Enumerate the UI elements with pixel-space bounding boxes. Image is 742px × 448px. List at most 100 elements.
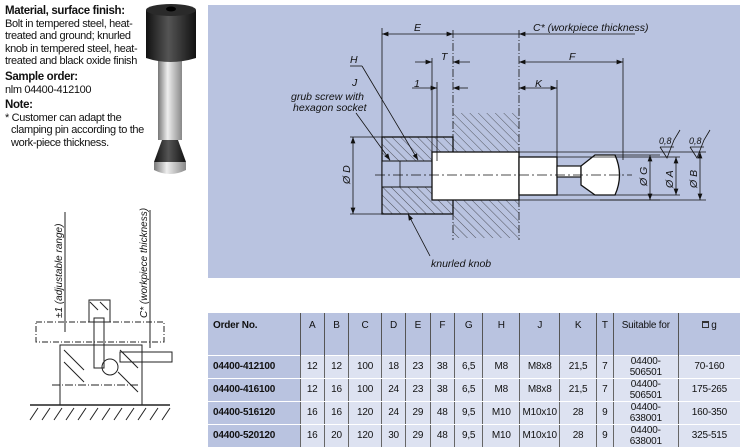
table-cell: 21,5 [559, 377, 597, 402]
table-cell: 48 [429, 400, 455, 425]
table-cell: 21,5 [559, 354, 597, 379]
table-cell: 04400-412100 [208, 354, 300, 379]
label-grub-2: hexagon socket [293, 102, 368, 114]
sample-order-text: nlm 04400-412100 [5, 83, 92, 96]
table-cell: 16 [323, 400, 349, 425]
table-cell: 18 [380, 354, 406, 379]
col-E: E [405, 313, 431, 355]
table-cell: 04400-638001 [612, 423, 679, 448]
table-cell: 04400-520120 [208, 423, 300, 448]
col-H: H [482, 313, 520, 355]
col-D: D [380, 313, 406, 355]
col-C: C [348, 313, 382, 355]
product-photo [146, 4, 196, 174]
material-heading: Material, surface finish: [5, 5, 125, 17]
table-cell: 28 [559, 400, 597, 425]
material-text: Bolt in tempered steel, heat-treated and… [5, 17, 138, 68]
note-text: * Customer can adapt the clamping pin ac… [5, 111, 144, 149]
table-cell: M10 [482, 400, 520, 425]
table-cell: 6,5 [453, 377, 483, 402]
table-cell: 160-350 [677, 400, 740, 425]
dim-K: K [535, 78, 543, 90]
table-cell: M10 [482, 423, 520, 448]
adjustable-range-label: ±1 (adjustable range) [54, 224, 65, 318]
table-cell: 38 [429, 377, 455, 402]
table-cell: M10x10 [519, 400, 560, 425]
dim-E: E [414, 22, 422, 34]
table-cell: 100 [348, 377, 382, 402]
table-cell: 9,5 [453, 400, 483, 425]
dim-A: Ø A [664, 170, 676, 189]
dim-B: Ø B [688, 170, 700, 189]
dim-1: 1 [414, 78, 420, 90]
roughness-2: 0,8 [689, 136, 702, 146]
table-cell: 9 [595, 423, 614, 448]
table-cell: 04400-416100 [208, 377, 300, 402]
note-heading: Note: [5, 99, 33, 112]
table-cell: 48 [429, 423, 455, 448]
dim-C: C* (workpiece thickness) [533, 22, 649, 34]
table-cell: 04400-506501 [612, 377, 679, 402]
table-cell: 175-265 [677, 377, 740, 402]
table-cell: 325-515 [677, 423, 740, 448]
table-cell: 100 [348, 354, 382, 379]
table-cell: 04400-516120 [208, 400, 300, 425]
table-cell: M8x8 [519, 377, 560, 402]
dim-F: F [569, 51, 576, 63]
label-J: J [351, 77, 358, 89]
table-cell: 7 [595, 354, 614, 379]
col-J: J [519, 313, 560, 355]
col-T: T [595, 313, 614, 355]
col-order-no: Order No. [208, 313, 300, 355]
table-cell: 9,5 [453, 423, 483, 448]
technical-drawing: E C* (workpiece thickness) T F 1 K H J g… [208, 5, 740, 278]
table-cell: 12 [323, 354, 349, 379]
col-A: A [299, 313, 325, 355]
roughness-1: 0,8 [659, 136, 672, 146]
table-header-row: Order No. A B C D E F G H J K T Suitable… [208, 313, 740, 355]
table-cell: 70-160 [677, 354, 740, 379]
dim-G: Ø G [638, 167, 650, 187]
table-cell: 120 [348, 400, 382, 425]
col-B: B [323, 313, 349, 355]
table-cell: 24 [380, 377, 406, 402]
col-suitable-for: Suitable for [612, 313, 679, 355]
label-H: H [350, 54, 358, 66]
table-cell: 20 [323, 423, 349, 448]
table-cell: 29 [405, 423, 431, 448]
table-cell: M8 [482, 377, 520, 402]
table-cell: 7 [595, 377, 614, 402]
table-cell: 23 [405, 377, 431, 402]
table-cell: 16 [323, 377, 349, 402]
table-cell: M8x8 [519, 354, 560, 379]
table-cell: 04400-638001 [612, 400, 679, 425]
table-cell: 24 [380, 400, 406, 425]
label-grub-1: grub screw with [291, 91, 364, 103]
dim-D: Ø D [341, 165, 353, 185]
table-cell: 38 [429, 354, 455, 379]
installation-drawing: ±1 (adjustable range) C* (workpiece thic… [29, 208, 173, 421]
product-info: Material, surface finish: Bolt in temper… [5, 5, 145, 150]
table-cell: 9 [595, 400, 614, 425]
table-cell: M8 [482, 354, 520, 379]
table-cell: 30 [380, 423, 406, 448]
dimensions-table: Order No. A B C D E F G H J K T Suitable… [208, 313, 740, 448]
weight-icon [702, 321, 710, 328]
label-knob: knurled knob [431, 258, 491, 270]
dim-T: T [441, 51, 449, 63]
col-weight: g [677, 313, 740, 355]
sample-order-heading: Sample order: [5, 70, 78, 83]
col-K: K [559, 313, 597, 355]
table-cell: 16 [299, 400, 325, 425]
table-cell: M10x10 [519, 423, 560, 448]
workpiece-thickness-label: C* (workpiece thickness) [139, 208, 150, 318]
table-cell: 28 [559, 423, 597, 448]
table-cell: 04400-506501 [612, 354, 679, 379]
table-cell: 23 [405, 354, 431, 379]
table-cell: 16 [299, 423, 325, 448]
table-cell: 12 [299, 354, 325, 379]
